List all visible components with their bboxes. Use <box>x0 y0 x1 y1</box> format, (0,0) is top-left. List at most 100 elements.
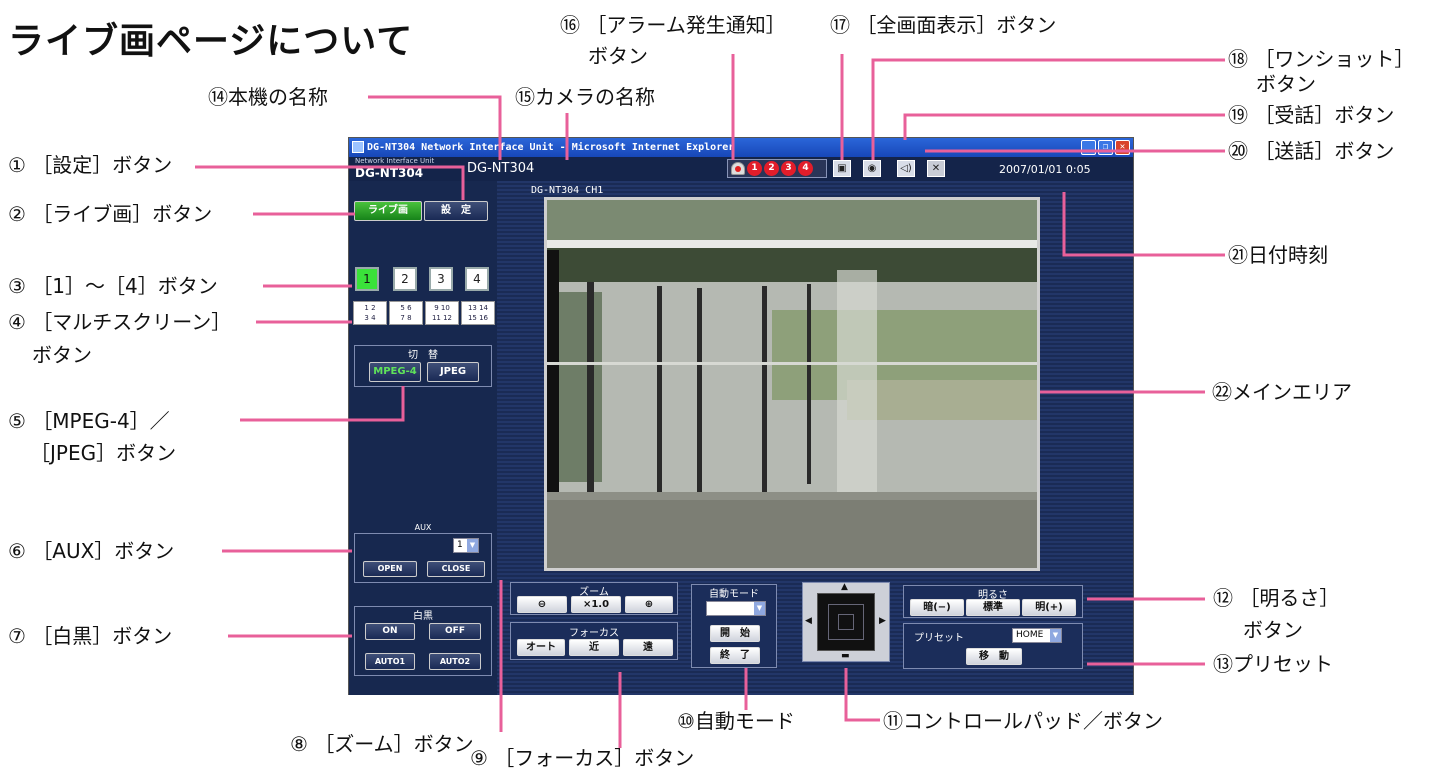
window-title: DG-NT304 Network Interface Unit - Micros… <box>367 142 735 153</box>
camera-1-button[interactable]: 1 <box>355 267 379 291</box>
mic-off-icon[interactable]: ✕ <box>927 160 945 177</box>
live-button[interactable]: ライブ画 <box>354 201 422 221</box>
bw-off-button[interactable]: OFF <box>429 623 481 640</box>
aux-open-button[interactable]: OPEN <box>363 561 417 577</box>
brand-name: DG-NT304 <box>355 166 424 180</box>
alarm-lamp-icon <box>731 162 745 175</box>
automode-end-button[interactable]: 終 了 <box>710 647 760 664</box>
pad-center[interactable] <box>817 593 875 651</box>
arrow-left-icon[interactable]: ◀ <box>805 616 812 626</box>
callout-fullscreen: ⑰ ［全画面表示］ボタン <box>830 13 1057 37</box>
callout-main-area: ㉒メインエリア <box>1212 380 1352 404</box>
callout-focus: ⑨ ［フォーカス］ボタン <box>470 746 695 770</box>
callout-receive: ⑲ ［受話］ボタン <box>1228 103 1395 127</box>
control-pad[interactable]: ▲ ▬ ◀ ▶ <box>802 582 890 662</box>
brightness-dark-button[interactable]: 暗(−) <box>910 599 964 616</box>
callout-alarm-2: ボタン <box>588 44 648 68</box>
callout-codec-2: ［JPEG］ボタン <box>30 441 177 465</box>
zoom-out-icon: ⊖ <box>537 599 547 610</box>
camera-4-button[interactable]: 4 <box>465 267 489 291</box>
chevron-down-icon: ▼ <box>467 539 478 552</box>
camera-buttons: 1 2 3 4 <box>353 267 493 291</box>
focus-far-button[interactable]: 遠 <box>623 639 673 656</box>
focus-auto-button[interactable]: オート <box>517 639 565 656</box>
automode-select[interactable]: ▼ <box>706 601 766 616</box>
preset-panel: プリセット HOME▼ 移 動 <box>903 623 1083 669</box>
automode-start-button[interactable]: 開 始 <box>710 625 760 642</box>
camera-icon[interactable]: ◉ <box>863 160 881 177</box>
callout-preset: ⑬プリセット <box>1213 652 1333 676</box>
chevron-down-icon: ▼ <box>754 602 765 615</box>
zoom-out-button[interactable]: ⊖ <box>517 596 567 613</box>
camera-2-button[interactable]: 2 <box>393 267 417 291</box>
codec-label: 切 替 <box>408 350 438 361</box>
callout-settings: ① ［設定］ボタン <box>8 153 173 177</box>
callout-codec: ⑤ ［MPEG-4］／ <box>8 409 170 433</box>
alarm-number: 4 <box>798 161 813 176</box>
live-page: Network Interface Unit DG-NT304 DG-NT304… <box>349 157 1133 695</box>
brightness-panel: 明るさ 暗(−) 標準 明(+) <box>903 585 1083 618</box>
arrow-down-icon[interactable]: ▬ <box>841 651 850 661</box>
brightness-light-button[interactable]: 明(+) <box>1022 599 1076 616</box>
callout-datetime: ㉑日付時刻 <box>1228 243 1328 267</box>
aux-close-button[interactable]: CLOSE <box>427 561 485 577</box>
callout-brightness-2: ボタン <box>1243 618 1303 642</box>
preset-select[interactable]: HOME▼ <box>1012 628 1062 643</box>
alarm-number: 2 <box>764 161 779 176</box>
bw-auto2-button[interactable]: AUTO2 <box>429 653 481 670</box>
alarm-notify-button[interactable]: 1 2 3 4 <box>727 159 827 178</box>
camera-name: DG-NT304 CH1 <box>531 185 604 196</box>
page-header: Network Interface Unit DG-NT304 DG-NT304… <box>349 157 1133 181</box>
focus-panel: フォーカス オート 近 遠 <box>510 622 678 660</box>
camera-3-button[interactable]: 3 <box>429 267 453 291</box>
brand-subtitle: Network Interface Unit <box>355 157 435 165</box>
bw-group: 白黒 ON OFF AUTO1 AUTO2 <box>354 606 492 676</box>
speaker-icon[interactable]: ◁) <box>897 160 915 177</box>
camera-image <box>547 200 1037 568</box>
focus-label: フォーカス <box>569 628 619 639</box>
brightness-standard-button[interactable]: 標準 <box>966 599 1020 616</box>
aux-select[interactable]: 1▼ <box>453 538 479 553</box>
zoom-label: ズーム <box>579 587 609 598</box>
bw-auto1-button[interactable]: AUTO1 <box>365 653 415 670</box>
arrow-up-icon[interactable]: ▲ <box>841 582 848 592</box>
callout-controlpad: ⑪コントロールパッド／ボタン <box>883 709 1163 733</box>
callout-zoom: ⑧ ［ズーム］ボタン <box>290 732 474 756</box>
fullscreen-icon[interactable]: ▣ <box>833 160 851 177</box>
callout-alarm: ⑯ ［アラーム発生通知］ <box>560 13 786 37</box>
callout-bw: ⑦ ［白黒］ボタン <box>8 624 173 648</box>
jpeg-button[interactable]: JPEG <box>427 362 479 382</box>
ie-icon <box>352 141 364 153</box>
settings-button[interactable]: 設 定 <box>424 201 488 221</box>
browser-window: DG-NT304 Network Interface Unit - Micros… <box>348 137 1134 695</box>
automode-label: 自動モード <box>709 589 759 600</box>
callout-camera-buttons: ③ ［1］〜［4］ボタン <box>8 274 218 298</box>
callout-device-name: ⑭本機の名称 <box>208 85 328 109</box>
alarm-number: 3 <box>781 161 796 176</box>
callout-multiscreen-2: ボタン <box>32 343 92 367</box>
codec-group: 切 替 MPEG-4 JPEG <box>354 345 492 387</box>
preset-label: プリセット <box>914 633 964 644</box>
zoom-in-button[interactable]: ⊕ <box>625 596 673 613</box>
mpeg4-button[interactable]: MPEG-4 <box>369 362 421 382</box>
callout-brightness: ⑫ ［明るさ］ <box>1213 586 1340 610</box>
bw-on-button[interactable]: ON <box>365 623 415 640</box>
main-view-area[interactable] <box>544 197 1040 571</box>
arrow-right-icon[interactable]: ▶ <box>879 616 886 626</box>
brightness-label: 明るさ <box>978 590 1008 601</box>
callout-camera-name: ⑮カメラの名称 <box>515 85 655 109</box>
zoom-in-icon: ⊕ <box>644 599 654 610</box>
aux-label: AUX <box>414 523 432 532</box>
automode-panel: 自動モード ▼ 開 始 終 了 <box>691 584 777 668</box>
zoom-reset-button[interactable]: ×1.0 <box>571 596 621 613</box>
preset-move-button[interactable]: 移 動 <box>966 648 1022 665</box>
focus-near-button[interactable]: 近 <box>569 639 619 656</box>
callout-automode: ⑩自動モード <box>677 709 795 733</box>
callout-oneshot: ⑱ ［ワンショット］ <box>1228 47 1415 71</box>
